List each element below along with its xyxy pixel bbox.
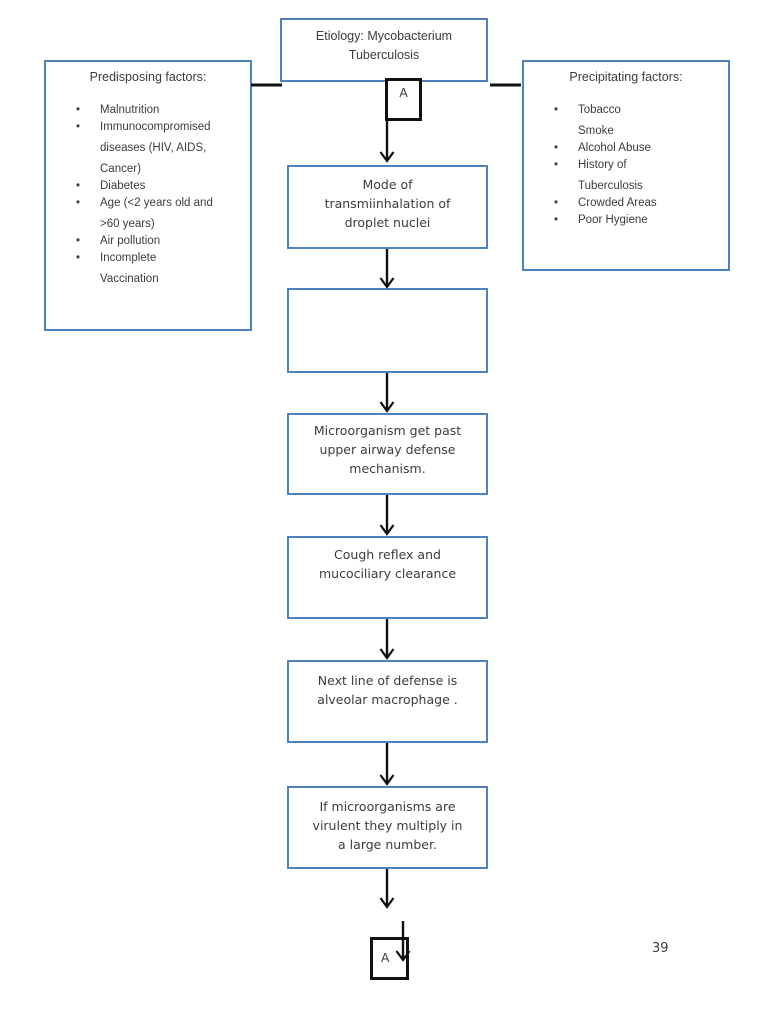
- connector-a-bottom-box: A: [370, 937, 409, 980]
- list-item-text: Air pollution: [100, 235, 161, 247]
- flow-box-mode-of-transmission: Mode of transmiinhalation of droplet nuc…: [287, 165, 488, 249]
- list-item: Air pollution: [46, 231, 250, 252]
- arrow-virulent-down: [379, 869, 395, 909]
- list-item-text: Tobacco Smoke: [578, 104, 621, 137]
- list-item-text: Immunocompromised diseases (HIV, AIDS, C…: [100, 121, 211, 175]
- page-number: 39: [652, 941, 669, 956]
- list-item-text: History of Tuberculosis: [578, 159, 643, 192]
- list-item-text: Crowded Areas: [578, 197, 657, 209]
- arrow-a-to-mode: [379, 121, 395, 163]
- list-item: Immunocompromised diseases (HIV, AIDS, C…: [46, 117, 250, 180]
- precipitating-title: Precipitating factors:: [569, 70, 683, 84]
- precipitating-list: Tobacco Smoke Alcohol Abuse History of T…: [524, 100, 728, 231]
- predisposing-panel: Predisposing factors: Malnutrition Immun…: [44, 60, 252, 331]
- bullet-icon: [76, 117, 100, 180]
- list-item: Crowded Areas: [524, 193, 728, 214]
- flow-box-defense-bypass: Microorganism get past upper airway defe…: [287, 413, 488, 495]
- list-item: Malnutrition: [46, 100, 250, 121]
- list-item-text: Incomplete Vaccination: [100, 252, 159, 285]
- arrow-bypass-to-cough: [379, 495, 395, 536]
- list-item: Diabetes: [46, 176, 250, 197]
- flow-box-alveolar-macrophage: Next line of defense is alveolar macroph…: [287, 660, 488, 743]
- list-item: Tobacco Smoke: [524, 100, 728, 142]
- flow-box-empty: [287, 288, 488, 373]
- etiology-box: Etiology: Mycobacterium Tuberculosis: [280, 18, 488, 82]
- precipitating-panel: Precipitating factors: Tobacco Smoke Alc…: [522, 60, 730, 271]
- flow-box-cough-reflex: Cough reflex and mucociliary clearance: [287, 536, 488, 619]
- arrow-mode-to-empty: [379, 249, 395, 289]
- bullet-icon: [554, 100, 578, 142]
- list-item-text: Malnutrition: [100, 104, 160, 116]
- list-item: Incomplete Vaccination: [46, 248, 250, 290]
- arrow-empty-to-bypass: [379, 373, 395, 413]
- predisposing-title: Predisposing factors:: [89, 70, 207, 84]
- list-item-text: Alcohol Abuse: [578, 142, 651, 154]
- flow-box-virulent-multiply: If microorganisms are virulent they mult…: [287, 786, 488, 869]
- bullet-icon: [76, 193, 100, 235]
- arrow-cough-to-macrophage: [379, 619, 395, 660]
- list-item-text: Diabetes: [100, 180, 146, 192]
- list-item: History of Tuberculosis: [524, 155, 728, 197]
- list-item-text: Poor Hygiene: [578, 214, 648, 226]
- bullet-icon: [76, 248, 100, 290]
- list-item: Age (<2 years old and >60 years): [46, 193, 250, 235]
- connector-a-top-box: A: [385, 78, 422, 121]
- bullet-icon: [554, 210, 578, 231]
- bullet-icon: [554, 155, 578, 197]
- list-item-text: Age (<2 years old and >60 years): [100, 197, 213, 230]
- list-item: Alcohol Abuse: [524, 138, 728, 159]
- list-item: Poor Hygiene: [524, 210, 728, 231]
- arrow-macrophage-to-virulent: [379, 743, 395, 786]
- predisposing-list: Malnutrition Immunocompromised diseases …: [46, 100, 250, 290]
